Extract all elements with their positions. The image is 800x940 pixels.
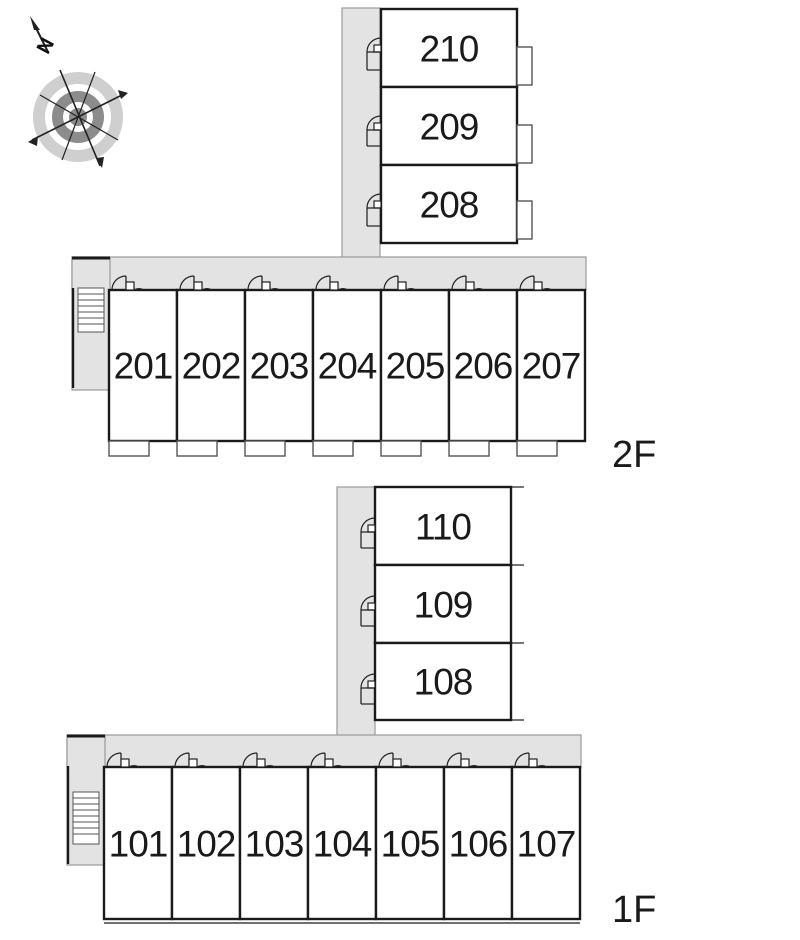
unit-205: 205 [379, 275, 451, 457]
unit-105: 105 [374, 752, 446, 921]
unit-number: 103 [245, 824, 304, 865]
unit-110: 110 [360, 485, 524, 567]
unit-108: 108 [360, 641, 524, 722]
unit-210: 210 [366, 7, 533, 89]
unit-102: 102 [170, 752, 242, 921]
unit-number: 206 [454, 346, 513, 387]
unit-207: 207 [515, 275, 587, 457]
unit-number: 102 [177, 824, 236, 865]
unit-107: 107 [510, 752, 582, 921]
unit-number: 202 [182, 346, 241, 387]
stair-icon [72, 791, 100, 845]
floor-label: 2F [612, 434, 656, 476]
compass-rose-icon: N [28, 16, 128, 168]
unit-106: 106 [442, 752, 514, 921]
unit-number: 205 [386, 346, 445, 387]
unit-number: 208 [420, 185, 479, 226]
unit-number: 108 [414, 662, 473, 703]
unit-number: 209 [420, 107, 479, 148]
unit-103: 103 [238, 752, 310, 921]
unit-number: 203 [250, 346, 309, 387]
floor-2f: 210 209 208 201 202 [71, 7, 656, 476]
unit-208: 208 [366, 163, 533, 245]
unit-206: 206 [447, 275, 519, 457]
unit-203: 203 [243, 275, 315, 457]
compass-north-label: N [33, 34, 59, 57]
floor-1f: 110 109 108 101 102 [66, 485, 656, 931]
unit-number: 110 [415, 507, 471, 548]
floor-label: 1F [612, 889, 656, 931]
unit-number: 104 [313, 824, 372, 865]
unit-101: 101 [102, 752, 174, 921]
corridor-horizontal [71, 256, 587, 291]
unit-number: 107 [517, 824, 576, 865]
unit-109: 109 [360, 563, 524, 645]
unit-number: 207 [522, 346, 581, 387]
unit-number: 109 [414, 585, 473, 626]
unit-104: 104 [306, 752, 378, 921]
unit-204: 204 [311, 275, 383, 457]
unit-number: 210 [420, 29, 479, 70]
unit-number: 201 [114, 346, 173, 387]
unit-202: 202 [175, 275, 247, 457]
unit-201: 201 [107, 275, 179, 457]
unit-number: 101 [109, 824, 168, 865]
unit-number: 105 [381, 824, 440, 865]
corridor-horizontal [66, 734, 582, 769]
unit-number: 204 [318, 346, 377, 387]
stair-icon [77, 287, 105, 333]
unit-209: 209 [366, 85, 533, 167]
unit-number: 106 [449, 824, 508, 865]
